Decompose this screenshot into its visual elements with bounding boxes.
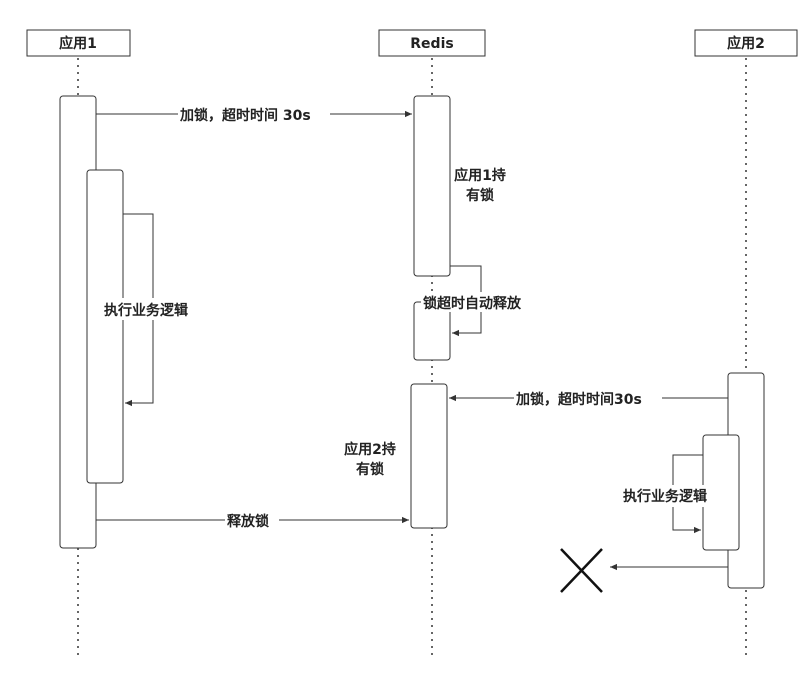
self-call-timeout-release: 锁超时自动释放 (421, 265, 543, 337)
message-app2-lock-label: 加锁，超时时间30s (515, 391, 642, 408)
message-app1-lock-label: 加锁，超时时间 30s (179, 107, 311, 124)
app2-holds-lock-label-line1: 应用2持 (344, 441, 396, 458)
self-call-app2-business: 执行业务逻辑 (621, 454, 725, 534)
activation-redis-app2-lock (410, 383, 448, 529)
app1-business-label: 执行业务逻辑 (104, 302, 188, 319)
message-app2-lock: 加锁，超时时间30s (449, 388, 728, 408)
message-app1-release-label: 释放锁 (227, 513, 269, 530)
activation-app1-business (86, 169, 124, 484)
participant-app2: 应用2 (694, 29, 798, 57)
participant-redis-label: Redis (410, 36, 453, 52)
self-call-app1-business: 执行业务逻辑 (102, 213, 224, 407)
participant-app1-label: 应用1 (59, 35, 97, 52)
activation-redis-app1-lock (413, 95, 451, 277)
cross-icon (560, 548, 603, 593)
message-app1-release: 释放锁 (96, 510, 409, 530)
app2-business-label: 执行业务逻辑 (623, 488, 707, 505)
app1-holds-lock-label-line2: 有锁 (466, 187, 494, 204)
participant-redis: Redis (378, 29, 486, 57)
message-app1-lock: 加锁，超时时间 30s (96, 104, 412, 124)
participant-app2-label: 应用2 (727, 35, 765, 52)
app1-holds-lock-label-line1: 应用1持 (454, 167, 506, 184)
participant-app1: 应用1 (26, 29, 131, 57)
app2-holds-lock-label-line2: 有锁 (356, 461, 384, 478)
timeout-release-label: 锁超时自动释放 (423, 295, 522, 312)
